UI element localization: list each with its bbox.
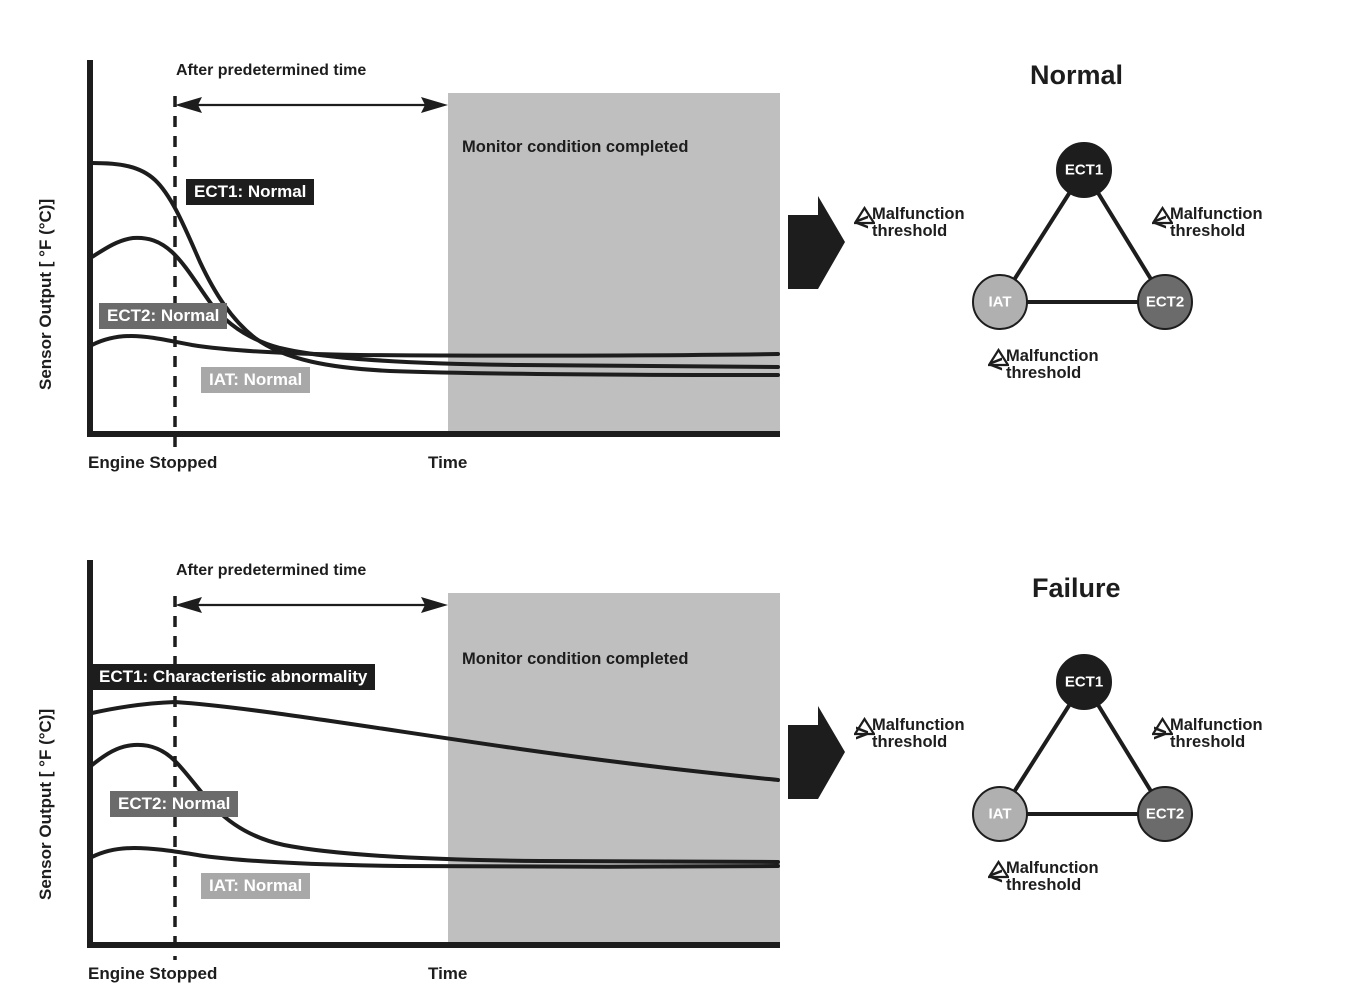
threshold-text: Malfunction threshold bbox=[1170, 206, 1263, 240]
y-axis-label: Sensor Output [ °F (°C)] bbox=[36, 708, 55, 900]
threshold-line1: Malfunction bbox=[872, 716, 965, 734]
diagram-failure: Failure ECT1 IAT ECT2 > Malfunction thre… bbox=[780, 500, 1366, 1000]
threshold-left: > Malfunction threshold bbox=[854, 717, 965, 751]
threshold-bottom: < Malfunction threshold bbox=[988, 348, 1099, 382]
series-curve-iat bbox=[90, 333, 780, 358]
threshold-line1: Malfunction bbox=[1006, 859, 1099, 877]
series-curve-ect1 bbox=[90, 699, 780, 782]
engine-stopped-caption: Engine Stopped bbox=[88, 964, 218, 983]
x-axis-label: Time bbox=[428, 453, 468, 472]
diagram-title: Normal bbox=[1030, 60, 1124, 90]
diagram-normal: Normal ECT1 IAT ECT2 < Malfunction thres… bbox=[780, 0, 1366, 500]
diagram-title: Failure bbox=[1032, 573, 1121, 603]
delta-triangle-icon bbox=[854, 717, 875, 736]
arrow-head-left-icon bbox=[175, 97, 202, 113]
threshold-bottom: < Malfunction threshold bbox=[988, 860, 1099, 894]
arrow-head-right-icon bbox=[421, 97, 448, 113]
monitor-condition-region bbox=[448, 93, 780, 434]
threshold-line2: threshold bbox=[1006, 363, 1082, 382]
arrow-head-left-icon bbox=[175, 597, 202, 613]
delta-triangle-icon bbox=[1152, 717, 1173, 736]
node-label-iat: IAT bbox=[988, 293, 1012, 311]
chart-normal-canvas bbox=[87, 60, 780, 450]
monitor-condition-label: Monitor condition completed bbox=[462, 138, 689, 156]
diagram-failure-canvas bbox=[788, 654, 1193, 842]
delta-triangle-icon bbox=[988, 860, 1009, 879]
diagram-normal-canvas bbox=[788, 142, 1193, 330]
threshold-text: Malfunction threshold bbox=[1170, 717, 1263, 751]
flow-arrow-icon bbox=[788, 706, 845, 799]
node-iat[interactable] bbox=[972, 786, 1028, 842]
node-label-ect1: ECT1 bbox=[1064, 161, 1104, 179]
series-tag-ect1: ECT1: Normal bbox=[186, 179, 315, 205]
delta-triangle-icon bbox=[1152, 206, 1173, 225]
threshold-text: Malfunction threshold bbox=[1006, 348, 1099, 382]
chart-axes bbox=[87, 560, 780, 948]
threshold-text: Malfunction threshold bbox=[1006, 860, 1099, 894]
series-curve-ect2 bbox=[90, 742, 780, 864]
threshold-line2: threshold bbox=[1170, 732, 1246, 751]
threshold-text: Malfunction threshold bbox=[872, 206, 965, 240]
series-tag-ect1: ECT1: Characteristic abnormality bbox=[91, 664, 376, 690]
threshold-left: < Malfunction threshold bbox=[854, 206, 965, 240]
threshold-right: > Malfunction threshold bbox=[1152, 717, 1263, 751]
series-curve-ect2 bbox=[90, 235, 780, 369]
threshold-line1: Malfunction bbox=[872, 205, 965, 223]
threshold-line2: threshold bbox=[872, 221, 948, 240]
series-tag-iat: IAT: Normal bbox=[201, 367, 311, 393]
threshold-line1: Malfunction bbox=[1006, 347, 1099, 365]
threshold-line2: threshold bbox=[872, 732, 948, 751]
predetermined-time-label: After predetermined time bbox=[176, 62, 367, 79]
node-label-ect2: ECT2 bbox=[1145, 293, 1185, 311]
chart-axes bbox=[87, 60, 780, 437]
node-ect1[interactable] bbox=[1056, 142, 1112, 198]
threshold-right: < Malfunction threshold bbox=[1152, 206, 1263, 240]
delta-triangle-icon bbox=[854, 206, 875, 225]
threshold-line2: threshold bbox=[1170, 221, 1246, 240]
engine-stopped-caption: Engine Stopped bbox=[88, 453, 218, 472]
chart-normal: Sensor Output [ °F (°C)] After predeterm… bbox=[0, 0, 800, 500]
node-label-ect1: ECT1 bbox=[1064, 673, 1104, 691]
node-ect1[interactable] bbox=[1056, 654, 1112, 710]
series-tag-ect2: ECT2: Normal bbox=[110, 791, 239, 817]
y-axis-label: Sensor Output [ °F (°C)] bbox=[36, 198, 55, 390]
node-label-iat: IAT bbox=[988, 805, 1012, 823]
chart-failure-canvas bbox=[87, 560, 780, 960]
threshold-line2: threshold bbox=[1006, 875, 1082, 894]
series-tag-ect2: ECT2: Normal bbox=[99, 303, 228, 329]
predetermined-time-label: After predetermined time bbox=[176, 562, 367, 579]
node-ect2[interactable] bbox=[1137, 786, 1193, 842]
threshold-text: Malfunction threshold bbox=[872, 717, 965, 751]
panel-normal: Sensor Output [ °F (°C)] After predeterm… bbox=[0, 0, 1366, 500]
series-curve-iat bbox=[90, 845, 780, 869]
threshold-line1: Malfunction bbox=[1170, 205, 1263, 223]
arrow-head-right-icon bbox=[421, 597, 448, 613]
panel-failure: Sensor Output [ °F (°C)] After predeterm… bbox=[0, 500, 1366, 1000]
delta-triangle-icon bbox=[988, 348, 1009, 367]
monitor-condition-label: Monitor condition completed bbox=[462, 650, 689, 668]
chart-failure: Sensor Output [ °F (°C)] After predeterm… bbox=[0, 500, 800, 1000]
x-axis-label: Time bbox=[428, 964, 468, 983]
series-tag-iat: IAT: Normal bbox=[201, 873, 311, 899]
node-label-ect2: ECT2 bbox=[1145, 805, 1185, 823]
node-ect2[interactable] bbox=[1137, 274, 1193, 330]
node-iat[interactable] bbox=[972, 274, 1028, 330]
monitor-condition-region bbox=[448, 593, 780, 945]
flow-arrow-icon bbox=[788, 196, 845, 289]
threshold-line1: Malfunction bbox=[1170, 716, 1263, 734]
